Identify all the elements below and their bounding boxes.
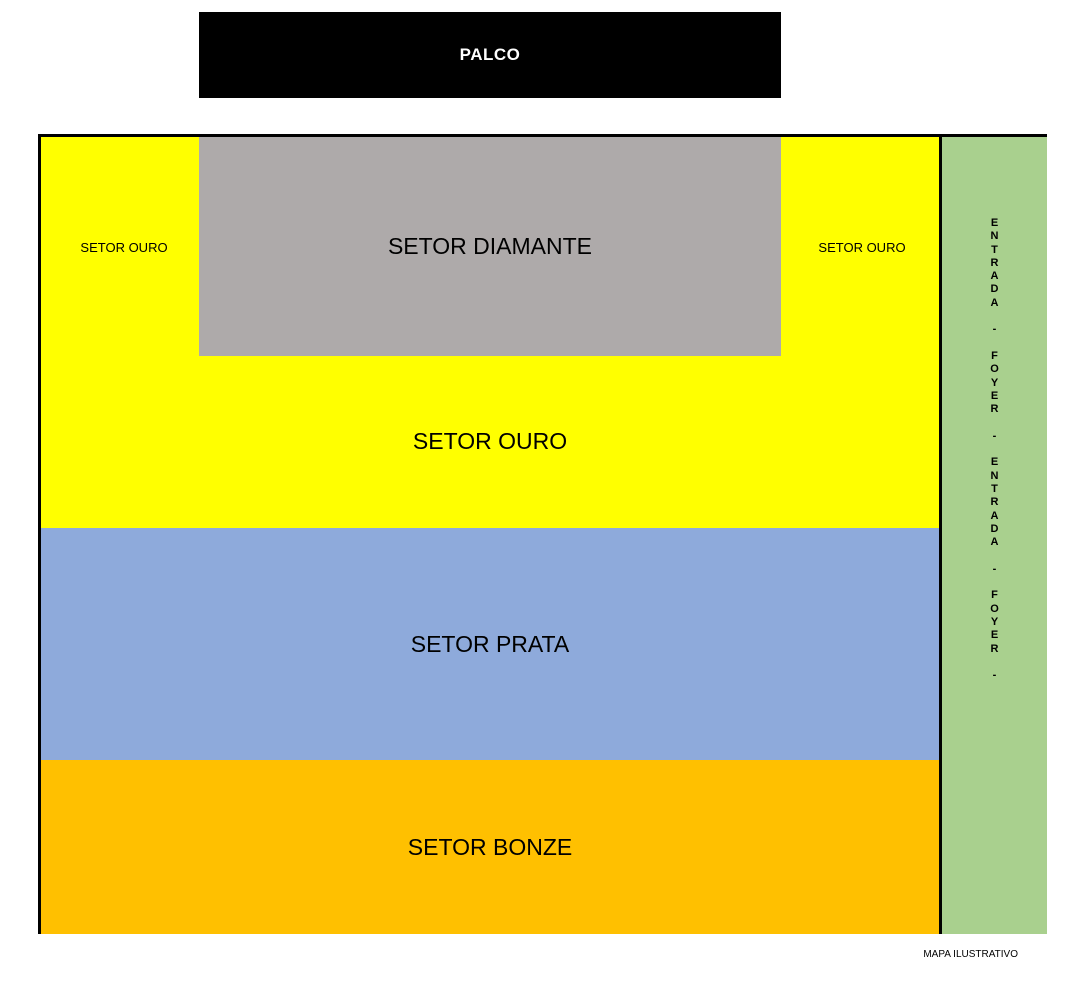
stage-palco: PALCO (199, 12, 781, 98)
entrance-letter: O (990, 363, 999, 376)
entrance-letter: - (992, 323, 997, 336)
sector-diamond: SETOR DIAMANTE (199, 137, 781, 356)
sector-gold-right-label: SETOR OURO (818, 240, 906, 255)
entrance-letter: D (990, 522, 999, 535)
entrance-letter: F (991, 349, 998, 362)
sector-silver: SETOR PRATA (41, 528, 939, 760)
entrance-letter: E (990, 629, 999, 642)
entrance-letter: R (990, 496, 999, 509)
entrance-letter: E (990, 389, 999, 402)
entrance-letter: D (990, 283, 999, 296)
entrance-letter: N (990, 230, 999, 243)
sector-bronze: SETOR BONZE (41, 760, 939, 934)
entrance-letter: E (990, 456, 999, 469)
entrance-letter: A (990, 270, 999, 283)
sector-bronze-label: SETOR BONZE (407, 833, 573, 860)
entrance-letter: A (990, 296, 999, 309)
sector-gold-left-label: SETOR OURO (80, 240, 168, 255)
entrance-letter: R (990, 403, 999, 416)
map-caption: MAPA ILUSTRATIVO (923, 949, 1018, 960)
sector-diamond-label: SETOR DIAMANTE (387, 233, 593, 259)
entrance-letter: O (990, 602, 999, 615)
entrance-letter: - (992, 669, 997, 682)
venue-map: SETOR OURO SETOR OURO SETOR OURO SETOR D… (38, 134, 1047, 934)
entrance-letter: E (990, 217, 999, 229)
sector-silver-label: SETOR PRATA (410, 630, 570, 657)
entrance-letter: R (990, 642, 999, 655)
entrance-letter: R (990, 256, 999, 269)
entrance-letter: Y (990, 615, 999, 628)
stage-label: PALCO (459, 45, 521, 64)
sector-gold-label: SETOR OURO (412, 428, 568, 454)
entrance-letter: T (991, 482, 998, 495)
entrance-letter: - (992, 429, 997, 442)
entrance-letter: T (991, 243, 998, 256)
entrance-letter: Y (990, 376, 999, 389)
entrance-letter: N (990, 469, 999, 482)
entrance-letter: A (990, 536, 999, 549)
entrance-letter: - (992, 562, 997, 575)
entrance-letter: A (990, 509, 999, 522)
entrance-letter: F (991, 589, 998, 602)
